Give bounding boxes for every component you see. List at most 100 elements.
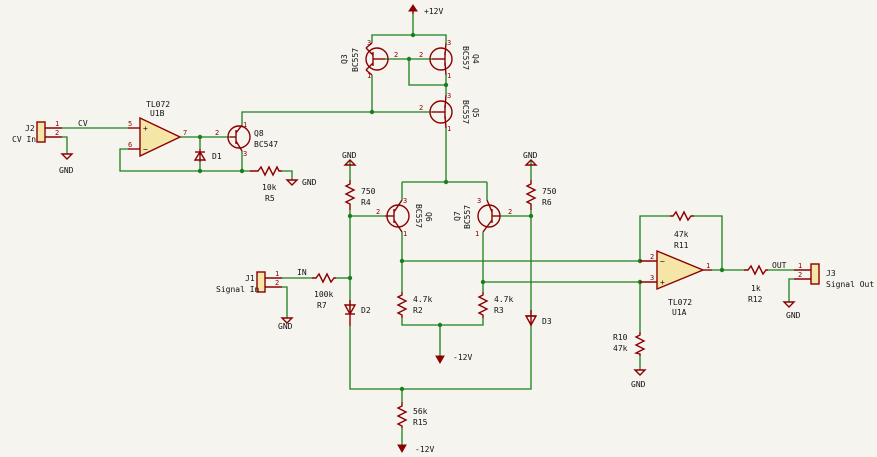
transistor-q6[interactable]: 3 1 2 BC557 Q6 (376, 197, 433, 238)
pin-number: 6 (128, 141, 132, 149)
net-label-in: IN (297, 268, 307, 277)
diode-d1[interactable]: D1 (193, 149, 222, 162)
value-q6: BC557 (414, 204, 423, 228)
gnd-label: GND (523, 151, 538, 160)
pin-number: 5 (128, 120, 132, 128)
ref-r4: R4 (361, 198, 371, 207)
ref-r12: R12 (748, 295, 763, 304)
value-j3: Signal Out (826, 280, 874, 289)
ref-r7: R7 (317, 301, 327, 310)
value-r4: 750 (361, 187, 376, 196)
diode-d3[interactable]: D3 (524, 310, 552, 327)
ref-j3: J3 (826, 269, 836, 278)
transistor-q7[interactable]: 3 1 2 Q7 BC557 (453, 197, 512, 238)
gnd-symbol-r6: GND (523, 151, 538, 166)
pin-number: 1 (243, 121, 247, 129)
value-r7: 100k (314, 290, 333, 299)
pin-number: 1 (447, 125, 451, 133)
ref-r3: R3 (494, 306, 504, 315)
ref-r10: R10 (613, 333, 628, 342)
pin-number: 1 (447, 72, 451, 80)
value-q4: BC557 (461, 46, 470, 70)
ref-j1: J1 (245, 274, 255, 283)
transistor-q3[interactable]: 3 1 2 Q3 BC557 (340, 39, 398, 80)
resistor-r4[interactable]: 750 R4 (344, 180, 376, 210)
gnd-symbol-j2: GND (59, 153, 74, 175)
transistor-q5[interactable]: 3 1 2 BC557 Q5 (419, 92, 480, 133)
gnd-symbol-r5: GND (285, 178, 317, 187)
ref-q8: Q8 (254, 129, 264, 138)
ref-q6: Q6 (424, 212, 433, 222)
connector-j1[interactable]: 1 2 J1 Signal In (216, 270, 282, 294)
net-label-out: OUT (772, 261, 787, 270)
vee-label: -12V (415, 445, 434, 454)
vee-label: -12V (453, 353, 472, 362)
resistor-r11[interactable]: 47k R11 (670, 210, 694, 250)
pin-number: 3 (447, 39, 451, 47)
vcc-label: +12V (424, 7, 443, 16)
vcc-symbol: +12V (408, 4, 443, 16)
value-q8: BC547 (254, 140, 278, 149)
resistor-r6[interactable]: 750 R6 (525, 180, 557, 210)
resistor-r10[interactable]: R10 47k (613, 332, 646, 356)
gnd-label: GND (278, 322, 293, 331)
pin-number: 3 (447, 92, 451, 100)
ref-q3: Q3 (340, 54, 349, 64)
ref-q5: Q5 (471, 108, 480, 118)
pin-number: 2 (798, 271, 802, 279)
ref-u1b: U1B (150, 109, 165, 118)
diode-d2[interactable]: D2 (343, 300, 371, 326)
pin-number: 3 (367, 39, 371, 47)
pin-number: 2 (419, 104, 423, 112)
pin-number: 1 (475, 230, 479, 238)
gnd-symbol-j1: GND (278, 317, 294, 331)
resistor-r12[interactable]: 1k R12 (744, 264, 768, 304)
plus-sign: + (143, 124, 148, 133)
opamp-u1b[interactable]: + − 5 6 7 TL072 U1B (128, 100, 187, 158)
transistor-q8[interactable]: 1 3 2 Q8 BC547 (215, 111, 372, 158)
ref-r2: R2 (413, 306, 423, 315)
ref-r11: R11 (674, 241, 689, 250)
resistor-r3[interactable]: 4.7k R3 (477, 292, 513, 318)
opamp-u1a[interactable]: − + 2 3 1 TL072 U1A (640, 249, 712, 317)
resistor-r5[interactable]: 10k R5 (250, 165, 282, 203)
gnd-label: GND (342, 151, 357, 160)
ref-j2: J2 (25, 124, 35, 133)
ref-r15: R15 (413, 418, 428, 427)
ref-d2: D2 (361, 306, 371, 315)
pin-number: 3 (243, 150, 247, 158)
ref-q4: Q4 (471, 54, 480, 64)
ref-r5: R5 (265, 194, 275, 203)
pin-number: 1 (706, 262, 710, 270)
transistor-q4[interactable]: 3 1 2 BC557 Q4 (419, 39, 480, 80)
value-u1b: TL072 (146, 100, 170, 109)
value-r2: 4.7k (413, 295, 432, 304)
pin-number: 3 (477, 197, 481, 205)
gnd-symbol-j3: GND (782, 301, 801, 320)
gnd-label: GND (631, 380, 646, 389)
value-r15: 56k (413, 407, 428, 416)
gnd-label: GND (786, 311, 801, 320)
pin-number: 2 (215, 129, 219, 137)
value-q5: BC557 (461, 100, 470, 124)
resistor-r2[interactable]: 4.7k R2 (396, 292, 432, 318)
resistor-r7[interactable]: 100k R7 (312, 272, 336, 310)
minus-sign: − (143, 145, 148, 154)
vee-symbol-tail: -12V (397, 444, 434, 454)
value-j2: CV In (12, 135, 36, 144)
pin-number: 2 (394, 51, 398, 59)
value-u1a: TL072 (668, 298, 692, 307)
ref-r6: R6 (542, 198, 552, 207)
pin-number: 3 (650, 274, 654, 282)
connector-j3[interactable]: 1 2 J3 Signal Out (794, 262, 874, 289)
net-label-cv: CV (78, 119, 88, 128)
pin-number: 1 (55, 120, 59, 128)
value-r12: 1k (751, 284, 761, 293)
pin-number: 2 (419, 51, 423, 59)
resistor-r15[interactable]: 56k R15 (396, 402, 428, 428)
value-j1: Signal In (216, 285, 260, 294)
connector-j2[interactable]: 1 2 J2 CV In (12, 120, 62, 144)
pin-number: 1 (798, 262, 802, 270)
ref-u1a: U1A (672, 308, 687, 317)
ref-d1: D1 (212, 152, 222, 161)
